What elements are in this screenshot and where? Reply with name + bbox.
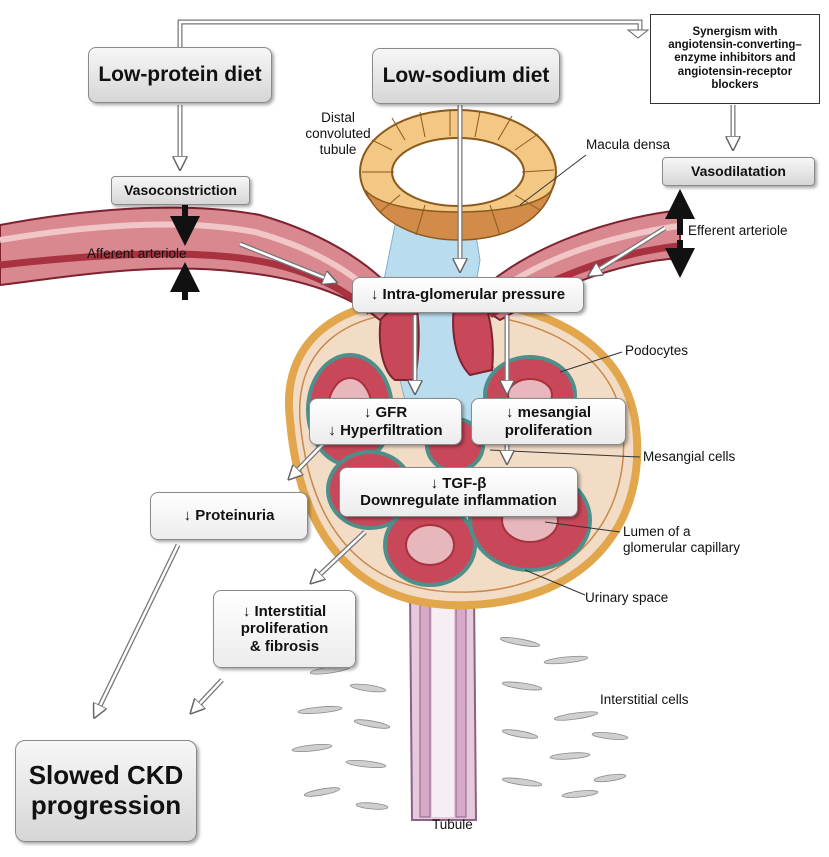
- distal-tubule-label: Distal convoluted tubule: [305, 110, 371, 158]
- mesangial-proliferation-box: ↓ mesangial proliferation: [471, 398, 626, 445]
- urinary-space-label: Urinary space: [585, 590, 669, 605]
- afferent-arteriole-label: Afferent arteriole: [87, 246, 187, 261]
- vasodilatation-box: Vasodilatation: [662, 157, 815, 186]
- vessel-diameter-arrows: [170, 189, 695, 300]
- proteinuria-box: ↓ Proteinuria: [150, 492, 308, 540]
- macula-densa-label: Macula densa: [586, 137, 671, 152]
- intraglomerular-pressure-box: ↓ Intra-glomerular pressure: [352, 277, 584, 313]
- leader-lines: [489, 154, 641, 596]
- vascular-pole: [378, 299, 494, 381]
- low-protein-diet-box: Low-protein diet: [88, 47, 272, 103]
- low-sodium-diet-box: Low-sodium diet: [372, 48, 560, 104]
- interstitial-cells-label: Interstitial cells: [600, 692, 689, 707]
- capillary-lumen-label: Lumen of a glomerular capillary: [623, 524, 741, 556]
- synergism-box: Synergism with angiotensin-converting– e…: [650, 14, 820, 104]
- flow-arrows: [177, 19, 643, 50]
- afferent-arteriole-shape: [0, 206, 402, 322]
- flow-arrows-white: [95, 29, 733, 716]
- tubule-shape: [408, 589, 478, 821]
- interstitial-fibrosis-box: ↓ Interstitial proliferation & fibrosis: [213, 590, 356, 668]
- efferent-arteriole-label: Efferent arteriole: [688, 223, 788, 238]
- vasoconstriction-box: Vasoconstriction: [111, 176, 250, 205]
- mesangial-cells-label: Mesangial cells: [643, 449, 736, 464]
- podocytes-label: Podocytes: [625, 343, 689, 358]
- interstitial-cells: [291, 637, 629, 810]
- slowed-ckd-progression-box: Slowed CKD progression: [15, 740, 197, 842]
- gfr-hyperfiltration-box: ↓ GFR ↓ Hyperfiltration: [309, 398, 462, 445]
- tubule-label: Tubule: [432, 817, 473, 832]
- tgf-beta-box: ↓ TGF-β Downregulate inflammation: [339, 467, 578, 517]
